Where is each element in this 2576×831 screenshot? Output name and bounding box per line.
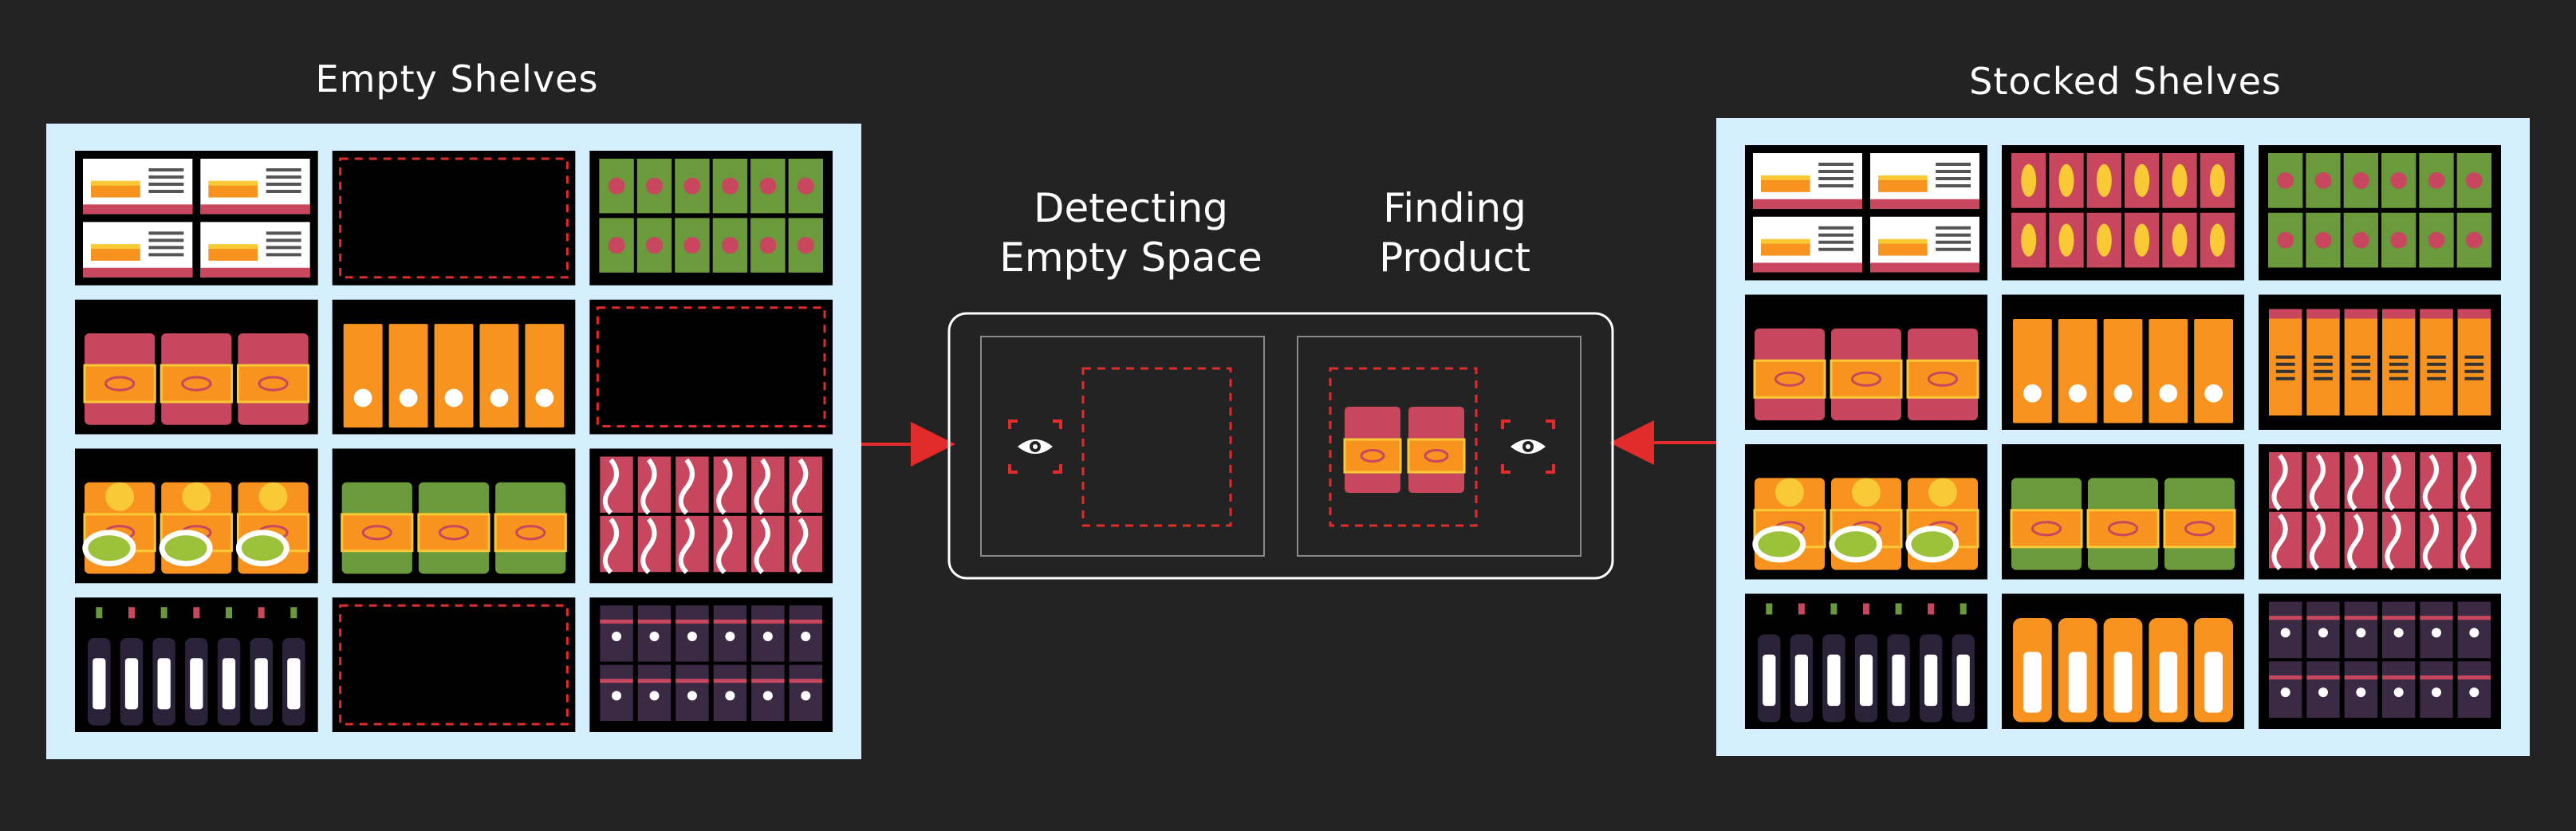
finding-product-label: Finding Product (1379, 183, 1530, 282)
right-slot-orange-boxes (2259, 294, 2501, 430)
process-box (947, 312, 1614, 580)
left-slot-striped-pink (589, 448, 833, 584)
right-shelf-slots (1745, 145, 2501, 729)
empty-space-marker (596, 306, 826, 427)
detect-empty-zone (1081, 367, 1232, 527)
left-slot-wine-bottles (75, 597, 318, 732)
right-slot-striped-pink (2259, 444, 2501, 580)
left-slot-green-cans (589, 151, 833, 286)
right-slot-corn-cans (2002, 145, 2244, 281)
finding-line2: Product (1379, 234, 1530, 281)
right-slot-green-cans (2259, 145, 2501, 281)
left-slot-empty (332, 151, 576, 286)
stocked-shelves-title: Stocked Shelves (1969, 60, 2282, 103)
find-product-zone (1329, 367, 1478, 527)
found-product-bags (1343, 407, 1466, 493)
left-shelf-slots (75, 151, 833, 732)
detect-panel (980, 336, 1265, 557)
find-panel (1297, 336, 1581, 557)
left-slot-pink-bags (75, 299, 318, 435)
detecting-line1: Detecting (1033, 185, 1229, 231)
detecting-empty-space-label: Detecting Empty Space (999, 183, 1262, 282)
empty-space-marker (339, 604, 569, 726)
left-slot-cake-boxes (75, 151, 318, 286)
right-slot-striped-dark (2259, 593, 2501, 729)
left-slot-salad-boxes (75, 448, 318, 584)
right-slot-orange-bottles (2002, 593, 2244, 729)
left-slot-empty (589, 299, 833, 435)
left-slot-green-bags (332, 448, 576, 584)
right-slot-green-bags (2002, 444, 2244, 580)
right-slot-salad-boxes (1745, 444, 1987, 580)
left-slot-empty (332, 597, 576, 732)
finding-line1: Finding (1383, 185, 1526, 231)
empty-space-marker (339, 157, 569, 279)
right-slot-pink-bags (1745, 294, 1987, 430)
right-slot-orange-cartons (2002, 294, 2244, 430)
left-slot-orange-cartons (332, 299, 576, 435)
right-slot-cake-boxes (1745, 145, 1987, 281)
detecting-line2: Empty Space (999, 234, 1262, 281)
eye-scan-icon (1008, 419, 1062, 474)
right-slot-wine-bottles (1745, 593, 1987, 729)
eye-scan-icon (1501, 419, 1555, 474)
empty-shelves-title: Empty Shelves (315, 57, 599, 100)
left-slot-striped-dark (589, 597, 833, 732)
